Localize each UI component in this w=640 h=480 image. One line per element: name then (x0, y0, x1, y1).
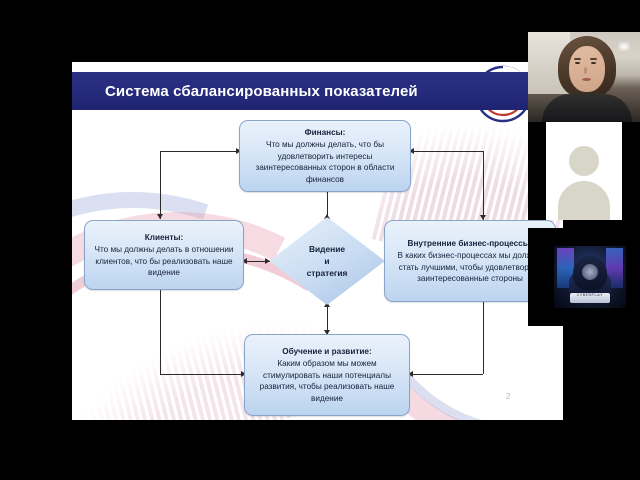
node-vision-label: Видение и стратегия (269, 217, 385, 305)
node-clients: Клиенты: Что мы должны делать в отношени… (84, 220, 244, 290)
laptop-icon: CYBERPLAY (570, 293, 610, 303)
face (569, 46, 605, 92)
ceiling-light (618, 42, 630, 51)
node-finance-body: Что мы должны делать, что бы удовлетвори… (255, 140, 395, 184)
node-learning-and-growth: Обучение и развитие: Каким образом мы мо… (244, 334, 410, 416)
connector-arrow-clients-left (242, 258, 247, 264)
shared-slide: АГУ Система сбалансированных показателей (72, 62, 563, 420)
connector-learning-left-horizontal (160, 374, 244, 375)
shoulders (542, 94, 632, 122)
node-clients-body: Что мы должны делать в отношении клиенто… (94, 245, 234, 277)
eye-left (575, 62, 580, 64)
eye-right (591, 62, 596, 64)
participant-tile-strip: CYBERPLAY (528, 0, 640, 480)
node-clients-heading: Клиенты: (144, 232, 184, 242)
eyebrow-left (574, 58, 581, 60)
connector-left-horizontal (160, 151, 239, 152)
connector-right-vertical (483, 151, 484, 220)
node-vision-and-strategy: Видение и стратегия (269, 217, 385, 305)
node-vision-line1: Видение (308, 244, 346, 254)
connector-arrow-to-clients (157, 214, 163, 219)
eyebrow-right (590, 58, 597, 60)
avatar-head-icon (569, 146, 599, 176)
participant-tile-avatar[interactable] (528, 122, 640, 220)
node-internal-business-processes: Внутренние бизнес-процессы: В каких бизн… (384, 220, 556, 302)
connector-arrow-to-processes (480, 215, 486, 220)
connector-arrow-learning-left (408, 371, 413, 377)
connector-arrow-learning-down (324, 330, 330, 335)
connector-arrow-vision-up (324, 214, 330, 219)
connector-arrow-to-finance (236, 148, 241, 154)
connector-vision-learning (327, 305, 328, 334)
connector-arrow-to-learning (241, 371, 246, 377)
connector-finance-vision (327, 192, 328, 218)
connector-learning-left-vertical (160, 290, 161, 375)
node-vision-line2: и (324, 256, 330, 266)
connector-right-horizontal (411, 151, 484, 152)
participant-tile-presenter[interactable] (528, 32, 640, 122)
laptop-label: CYBERPLAY (576, 294, 604, 298)
presenter-webcam-video (528, 32, 640, 122)
connector-arrow-to-finance-right (409, 148, 414, 154)
mask-face (582, 264, 598, 280)
connector-arrow-vision-right-left (265, 258, 270, 264)
connector-learning-right-vertical (483, 302, 484, 374)
node-processes-heading: Внутренние бизнес-процессы: (407, 238, 533, 248)
page-number: 2 (506, 392, 511, 401)
nose (584, 67, 587, 74)
node-processes-body: В каких бизнес-процессах мы должны стать… (397, 251, 543, 283)
hacker-laptop-avatar: CYBERPLAY (554, 246, 626, 308)
participant-tile-picture[interactable]: CYBERPLAY (528, 228, 640, 326)
connector-clients-vision (244, 261, 270, 262)
connector-learning-right-horizontal (410, 374, 483, 375)
avatar (546, 122, 622, 220)
node-vision-line3: стратегия (306, 268, 348, 278)
node-learning-heading: Обучение и развитие: (282, 346, 372, 356)
node-finance-heading: Финансы: (304, 127, 346, 137)
page-title: Система сбалансированных показателей (105, 82, 418, 100)
mouth (582, 78, 591, 81)
slide-title-band: Система сбалансированных показателей (72, 72, 532, 110)
node-finance: Финансы: Что мы должны делать, что бы уд… (239, 120, 411, 192)
avatar-body-icon (558, 181, 610, 220)
node-learning-body: Каким образом мы можем стимулировать наш… (259, 359, 395, 403)
connector-left-vertical (160, 151, 161, 219)
